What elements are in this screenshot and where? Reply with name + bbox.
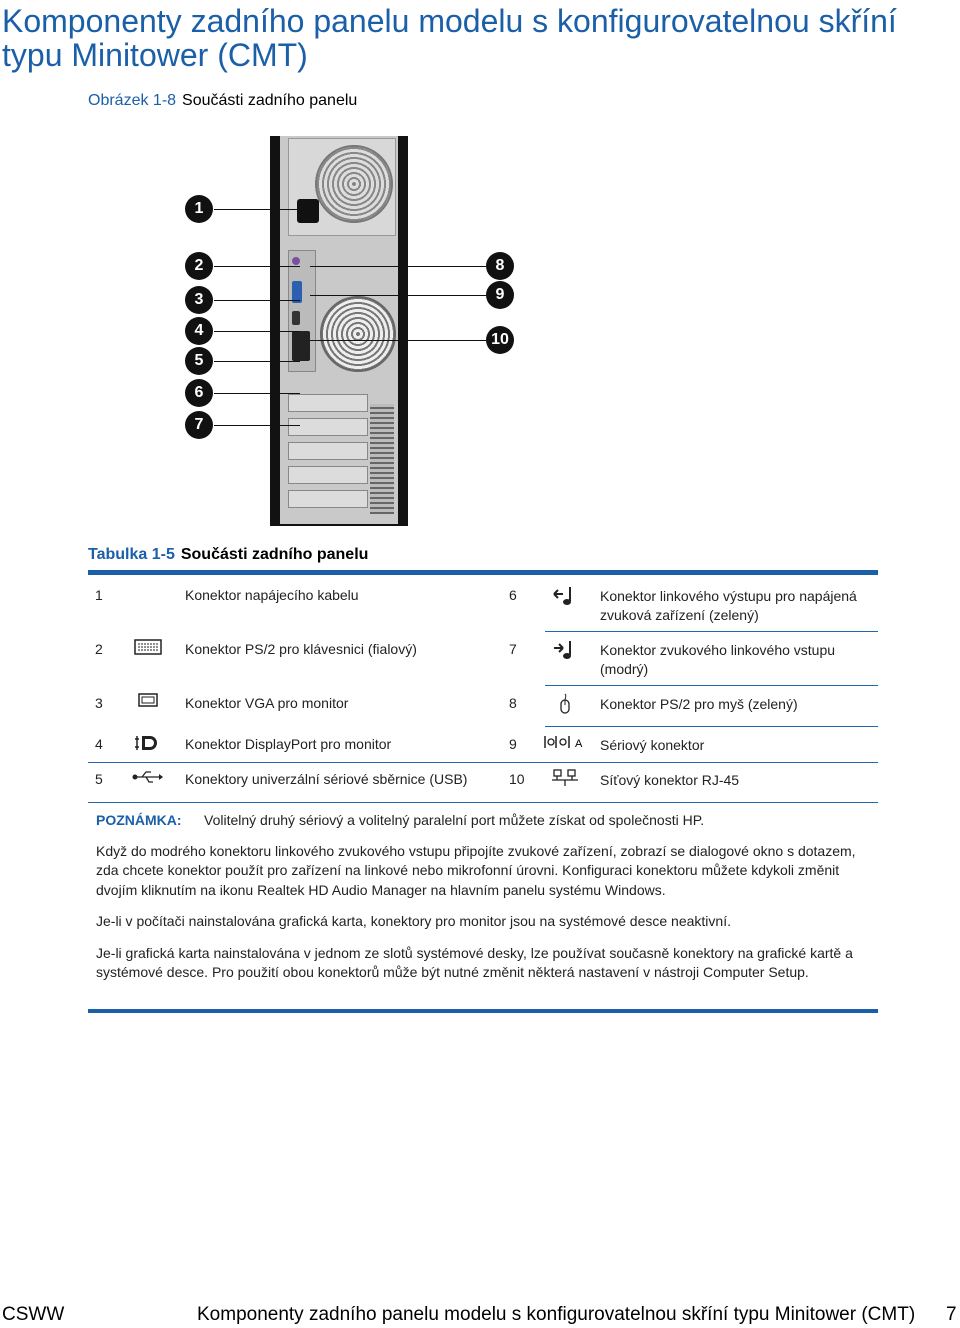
note-text: Volitelný druhý sériový a volitelný para… [204, 812, 705, 828]
psu-fan [315, 145, 393, 223]
row-number: 8 [509, 695, 517, 711]
callout-10: 10 [486, 326, 514, 354]
callout-5: 5 [185, 347, 213, 375]
expansion-slot [288, 466, 368, 484]
figure-label: Obrázek 1-8 [88, 92, 177, 109]
monitor-icon [132, 693, 164, 711]
power-socket [297, 199, 319, 223]
svg-text:A: A [575, 738, 583, 750]
row-description: Konektor VGA pro monitor [185, 695, 349, 711]
row-description: Síťový konektor RJ-45 [600, 772, 740, 788]
row-number: 4 [95, 736, 103, 752]
callout-1: 1 [185, 195, 213, 223]
note-label: POZNÁMKA: [96, 812, 182, 828]
vga-port [292, 281, 302, 303]
ps2-keyboard-port [292, 257, 300, 265]
row-number: 3 [95, 695, 103, 711]
expansion-slot [288, 490, 368, 508]
expansion-slot [288, 418, 368, 436]
row-number: 6 [509, 587, 517, 603]
row-description: Konektor linkového výstupu pro napájená … [600, 588, 857, 623]
power-supply [288, 138, 396, 236]
callout-3: 3 [185, 286, 213, 314]
figure-caption: Obrázek 1-8 Součásti zadního panelu [88, 92, 357, 110]
rear-fan [320, 296, 396, 372]
displayport-icon [132, 734, 164, 752]
row-description: Konektory univerzální sériové sběrnice (… [185, 771, 468, 787]
expansion-slot [288, 442, 368, 460]
callout-8: 8 [486, 252, 514, 280]
row-description: Sériový konektor [600, 737, 705, 753]
callout-9: 9 [486, 281, 514, 309]
page-number: 7 [946, 1304, 957, 1325]
row-description: Konektor PS/2 pro myš (zelený) [600, 696, 798, 712]
rear-panel-figure: 1 2 3 4 5 6 7 8 9 10 [180, 132, 540, 530]
serial-icon: A [543, 734, 587, 752]
row-description: Konektor napájecího kabelu [185, 587, 359, 603]
row-number: 10 [509, 771, 525, 787]
table-caption: Tabulka 1-5 Součásti zadního panelu [88, 546, 368, 564]
row-number: 9 [509, 736, 517, 752]
footer-section-title: Komponenty zadního panelu modelu s konfi… [197, 1304, 916, 1325]
figure-caption-text: Součásti zadního panelu [182, 92, 358, 109]
row-number: 5 [95, 771, 103, 787]
keyboard-icon [132, 639, 164, 657]
io-panel [288, 250, 316, 372]
note-paragraph: Je-li grafická karta nainstalována v jed… [96, 945, 853, 981]
table-top-rule [88, 570, 878, 575]
row-description: Konektor PS/2 pro klávesnici (fialový) [185, 641, 417, 657]
row-description: Konektor zvukového linkového vstupu (mod… [600, 642, 836, 677]
audio-line-in-icon [543, 639, 587, 659]
callout-7: 7 [185, 411, 213, 439]
row-number: 7 [509, 641, 517, 657]
page-title: Komponenty zadního panelu modelu s konfi… [2, 3, 897, 73]
audio-line-out-icon [543, 585, 587, 605]
tower-chassis [270, 136, 408, 526]
note-paragraph: Když do modrého konektoru linkového zvuk… [96, 843, 856, 898]
vent-grille [370, 404, 394, 514]
network-icon [543, 769, 587, 787]
mouse-icon [543, 693, 587, 714]
callout-2: 2 [185, 252, 213, 280]
footer-doc-id: CSWW [2, 1304, 65, 1325]
row-number: 2 [95, 641, 103, 657]
table-label: Tabulka 1-5 [88, 546, 175, 563]
callout-6: 6 [185, 379, 213, 407]
usb-icon [132, 769, 164, 787]
row-description: Konektor DisplayPort pro monitor [185, 736, 392, 752]
expansion-slot [288, 394, 368, 412]
callout-4: 4 [185, 317, 213, 345]
row-number: 1 [95, 587, 103, 603]
table-bottom-rule [88, 1009, 878, 1013]
displayport-port [292, 311, 300, 325]
note-paragraph: Je-li v počítači nainstalována grafická … [96, 913, 731, 929]
usb-ports [292, 331, 310, 361]
table-caption-text: Součásti zadního panelu [180, 546, 369, 563]
